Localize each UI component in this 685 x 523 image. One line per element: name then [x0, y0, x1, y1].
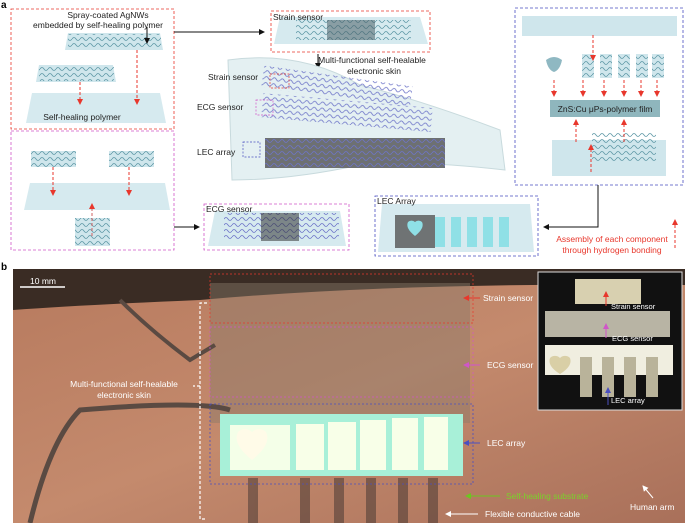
magenta-box-ecg-fabrication	[10, 130, 175, 251]
photo-ecg-label: ECG sensor	[487, 360, 534, 370]
eskin-label-line1: Multi-functional self-healable	[318, 55, 426, 65]
panel-b-label: b	[1, 262, 8, 273]
ecg-sensor-box	[203, 203, 350, 251]
photo-eskin-line1: Multi-functional self-healable	[70, 379, 178, 389]
photo-ecg-box	[209, 326, 474, 398]
film-label: ZnS:Cu μPs-polymer film	[557, 104, 653, 114]
ecg-box-label: ECG sensor	[206, 204, 253, 214]
inset-ecg-label: ECG sensor	[612, 334, 653, 343]
inset-strain-label: Strain sensor	[611, 302, 656, 311]
scale-bar-label: 10 mm	[30, 276, 56, 286]
photo-eskin-line2: electronic skin	[97, 390, 151, 400]
photo-substrate-label: Self-healing substrate	[506, 491, 589, 501]
lec-array-box	[374, 195, 539, 257]
photo-lec-label: LEC array	[487, 438, 526, 448]
self-healing-polymer-label: Self-healing polymer	[43, 112, 121, 122]
assembly-line1: Assembly of each component	[556, 234, 668, 244]
spray-label-line2: embedded by self-healing polymer	[33, 20, 163, 30]
lec-box-label: LEC Array	[377, 196, 416, 206]
photo-lec-box	[209, 403, 474, 485]
photo-strain-label: Strain sensor	[483, 293, 534, 303]
lec-assembly-box	[514, 7, 684, 186]
photo-arm-label: Human arm	[630, 502, 675, 512]
strain-sensor-box-label: Strain sensor	[273, 12, 324, 22]
eskin-label-line2: electronic skin	[347, 66, 401, 76]
spray-label-line1: Spray-coated AgNWs	[67, 10, 149, 20]
assembly-line2: through hydrogen bonding	[562, 245, 662, 255]
side-label-ecg: ECG sensor	[197, 102, 244, 112]
side-label-strain: Strain sensor	[208, 72, 259, 82]
photo-cable-label: Flexible conductive cable	[485, 509, 580, 519]
side-label-lec: LEC array	[197, 147, 236, 157]
inset-lec-label: LEC array	[611, 396, 645, 405]
red-box-strain-fabrication	[10, 8, 175, 130]
panel-a-label: a	[1, 0, 7, 11]
